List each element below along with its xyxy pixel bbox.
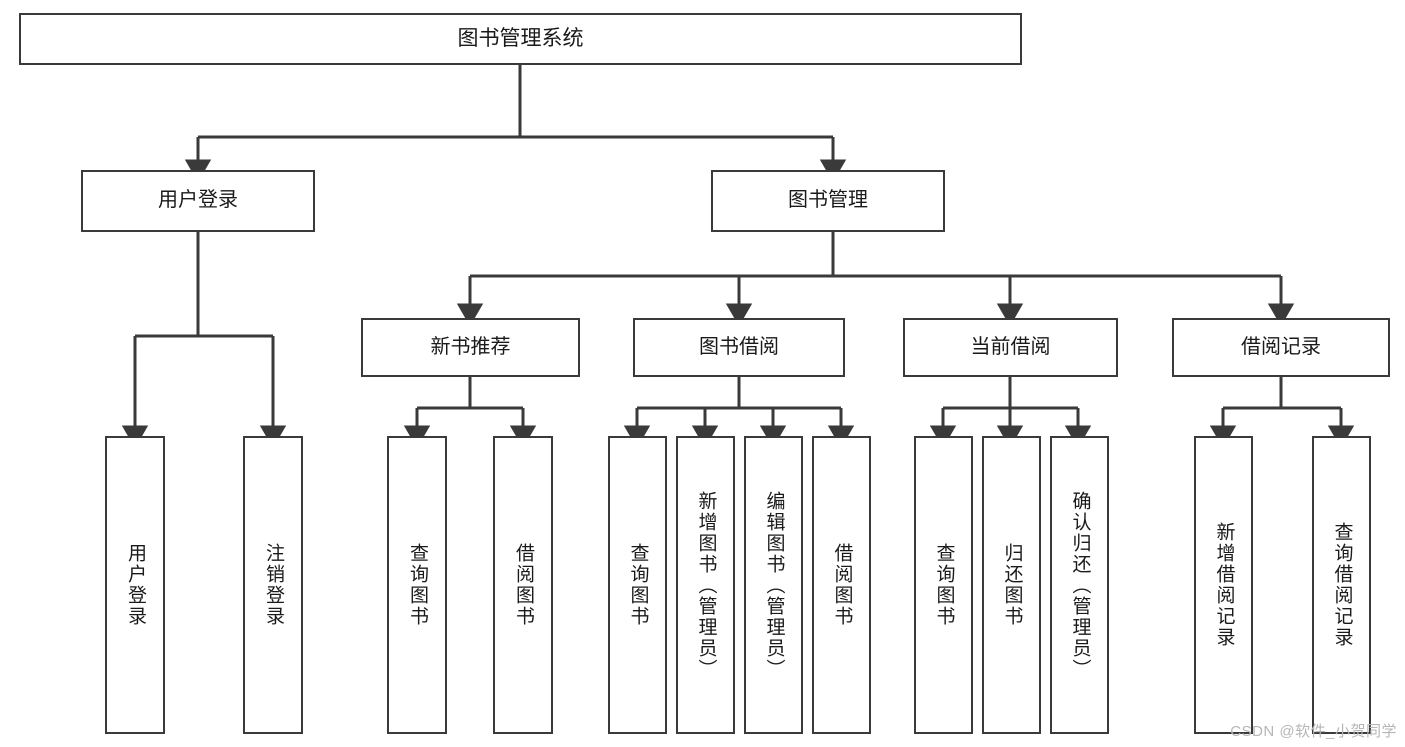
node-label: 用户登录 — [158, 189, 238, 212]
node-borrow-records[interactable]: 借阅记录 — [1172, 318, 1390, 377]
leaf-recommend-borrow-book[interactable]: 借阅图书 — [493, 436, 553, 734]
node-label: 确认归还（管理员） — [1069, 490, 1091, 680]
node-book-borrow[interactable]: 图书借阅 — [633, 318, 845, 377]
node-label: 借阅记录 — [1241, 335, 1321, 358]
leaf-user-login-signout[interactable]: 注销登录 — [243, 436, 303, 734]
node-label: 新书推荐 — [430, 335, 511, 358]
leaf-records-query-record[interactable]: 查询借阅记录 — [1312, 436, 1371, 734]
leaf-records-add-record[interactable]: 新增借阅记录 — [1194, 436, 1253, 734]
node-label: 图书管理系统 — [457, 26, 584, 50]
leaf-borrow-query-book[interactable]: 查询图书 — [608, 436, 667, 734]
node-root-book-management-system[interactable]: 图书管理系统 — [19, 13, 1022, 65]
leaf-current-query-book[interactable]: 查询图书 — [914, 436, 973, 734]
leaf-borrow-add-book-admin[interactable]: 新增图书（管理员） — [676, 436, 735, 734]
node-label: 新增图书（管理员） — [695, 490, 717, 680]
leaf-current-return-book[interactable]: 归还图书 — [982, 436, 1041, 734]
node-label: 当前借阅 — [970, 335, 1051, 358]
node-current-borrow[interactable]: 当前借阅 — [903, 318, 1118, 377]
node-new-book-recommend[interactable]: 新书推荐 — [361, 318, 580, 377]
node-label: 查询图书 — [406, 543, 428, 627]
node-label: 新增借阅记录 — [1213, 522, 1235, 648]
leaf-user-login-signin[interactable]: 用户登录 — [105, 436, 165, 734]
node-label: 图书管理 — [788, 189, 868, 212]
node-label: 用户登录 — [124, 543, 146, 627]
node-label: 查询图书 — [627, 543, 649, 627]
node-label: 归还图书 — [1001, 543, 1023, 627]
node-label: 编辑图书（管理员） — [763, 490, 785, 680]
leaf-borrow-borrow-book[interactable]: 借阅图书 — [812, 436, 871, 734]
node-user-login[interactable]: 用户登录 — [81, 170, 315, 232]
leaf-recommend-query-book[interactable]: 查询图书 — [387, 436, 447, 734]
node-label: 查询借阅记录 — [1331, 522, 1353, 648]
node-label: 借阅图书 — [831, 543, 853, 627]
node-book-management[interactable]: 图书管理 — [711, 170, 945, 232]
leaf-borrow-edit-book-admin[interactable]: 编辑图书（管理员） — [744, 436, 803, 734]
node-label: 图书借阅 — [699, 335, 779, 358]
node-label: 查询图书 — [933, 543, 955, 627]
node-label: 注销登录 — [262, 543, 284, 627]
node-label: 借阅图书 — [512, 543, 534, 627]
leaf-current-confirm-return-admin[interactable]: 确认归还（管理员） — [1050, 436, 1109, 734]
